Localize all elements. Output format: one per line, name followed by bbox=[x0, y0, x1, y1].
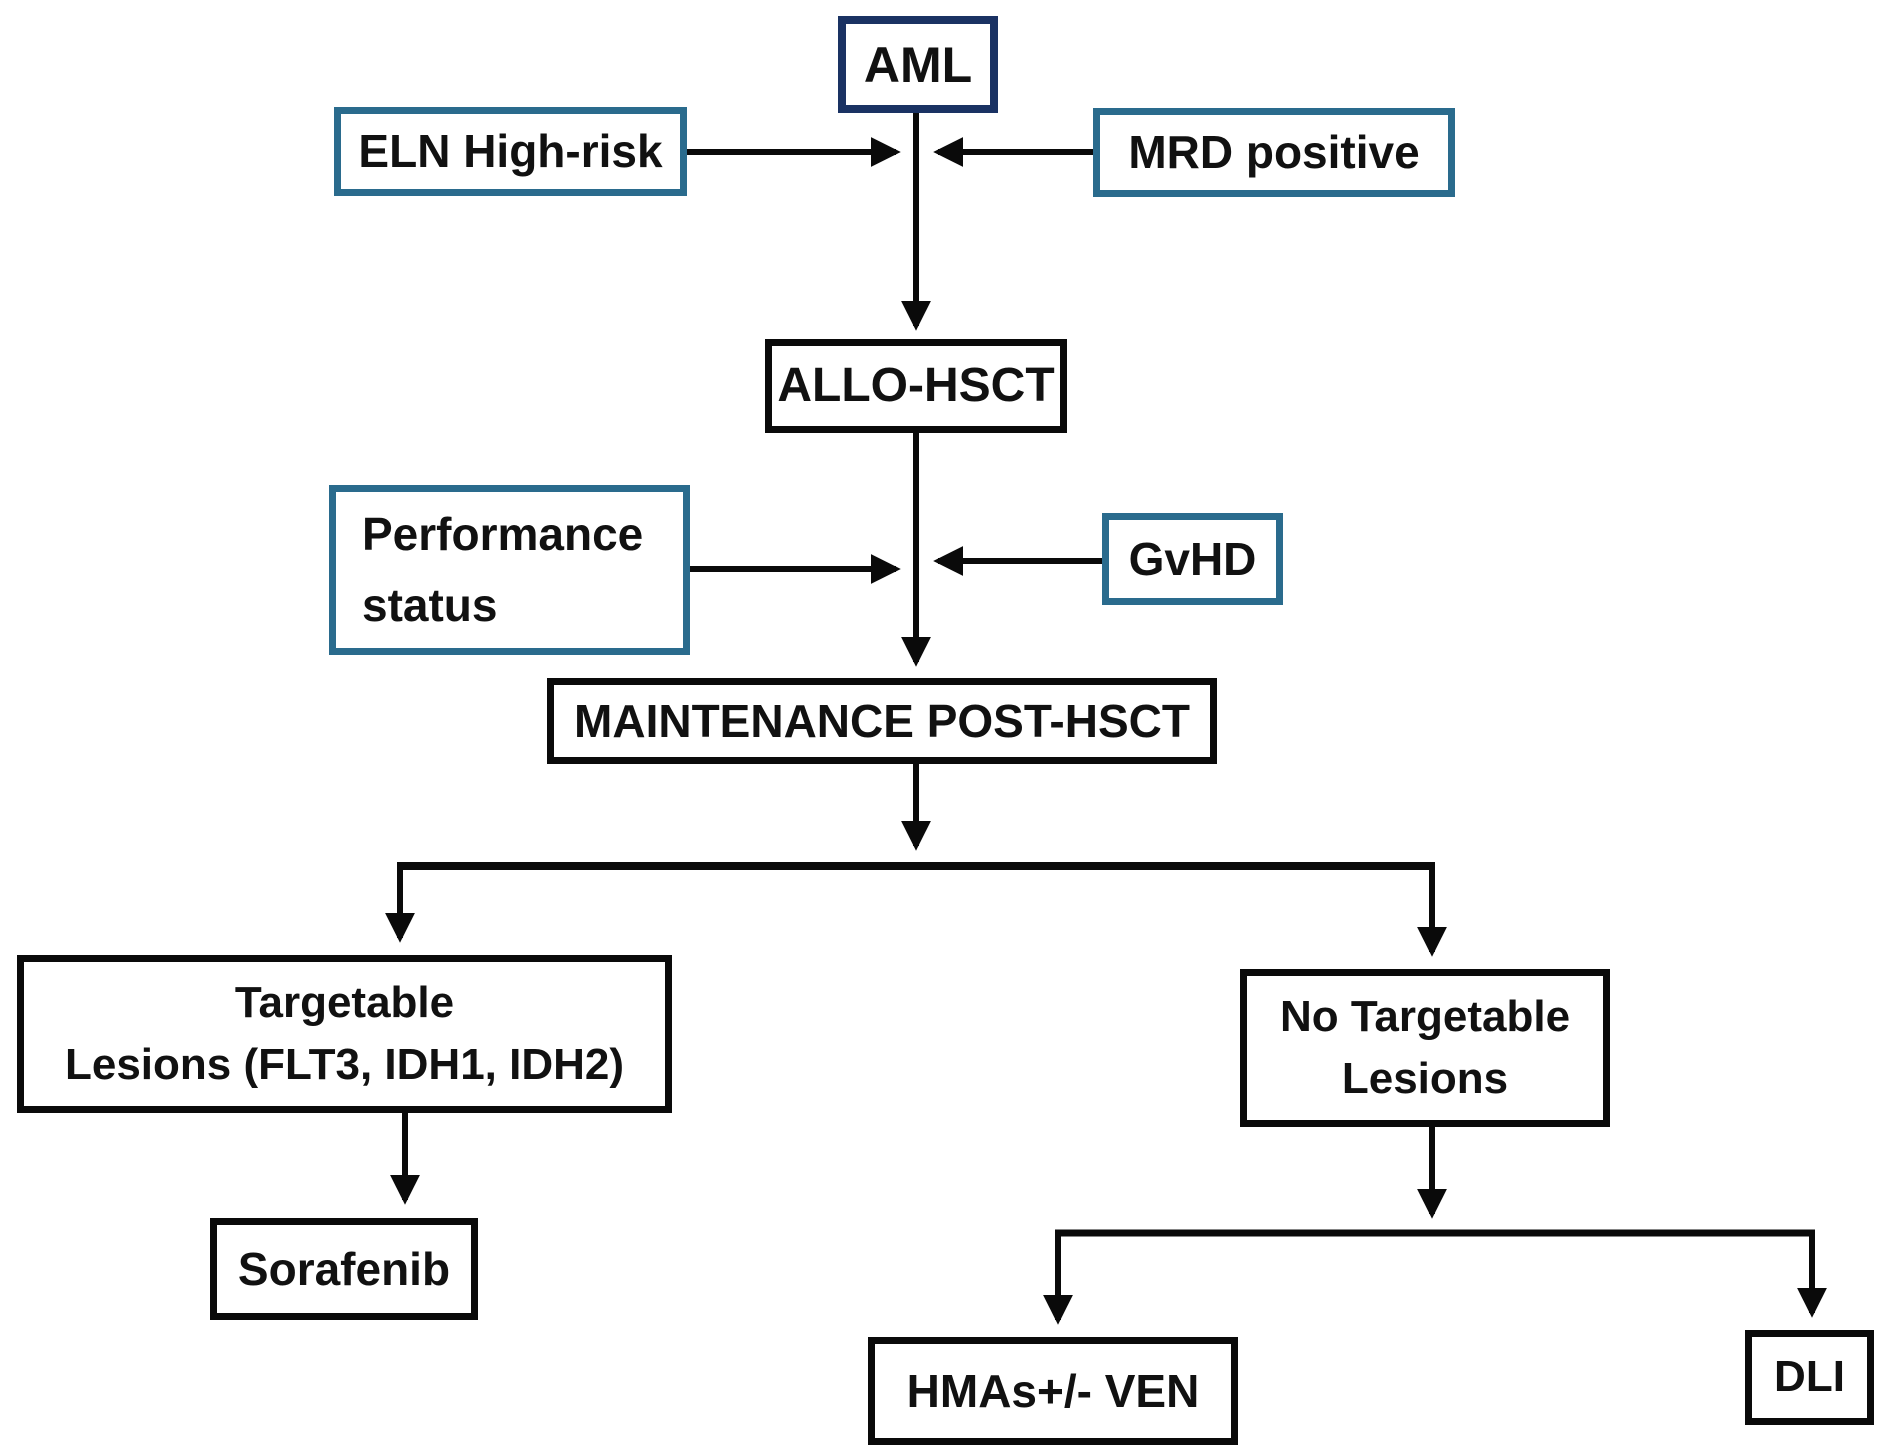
node-sorafenib-label: Sorafenib bbox=[237, 1242, 451, 1295]
node-dli-label: DLI bbox=[1774, 1352, 1845, 1402]
node-hmas-ven-label: HMAs+/- VEN bbox=[906, 1364, 1200, 1417]
node-allo-hsct-label: ALLO-HSCT bbox=[777, 359, 1055, 413]
node-performance-status: Performance status bbox=[329, 485, 690, 655]
node-eln-high-risk: ELN High-risk bbox=[334, 107, 687, 196]
node-hmas-ven: HMAs+/- VEN bbox=[868, 1337, 1238, 1445]
node-mrd-positive: MRD positive bbox=[1093, 108, 1455, 197]
node-maintenance-post-hsct: MAINTENANCE POST-HSCT bbox=[547, 678, 1217, 764]
node-performance-status-line2: status bbox=[362, 579, 498, 631]
node-mrd-positive-label: MRD positive bbox=[1128, 126, 1420, 179]
node-no-targetable-lesions-line1: No Targetable bbox=[1279, 991, 1571, 1041]
node-dli: DLI bbox=[1745, 1330, 1874, 1425]
node-targetable-lesions: Targetable Lesions (FLT3, IDH1, IDH2) bbox=[17, 955, 672, 1113]
node-gvhd-label: GvHD bbox=[1128, 532, 1257, 585]
node-aml: AML bbox=[838, 16, 998, 113]
node-maintenance-post-hsct-label: MAINTENANCE POST-HSCT bbox=[574, 694, 1190, 747]
node-targetable-lesions-line2: Lesions (FLT3, IDH1, IDH2) bbox=[64, 1040, 625, 1089]
node-sorafenib: Sorafenib bbox=[210, 1218, 478, 1320]
node-no-targetable-lesions-line2: Lesions bbox=[1341, 1054, 1509, 1103]
node-targetable-lesions-line1: Targetable bbox=[234, 977, 455, 1027]
node-gvhd: GvHD bbox=[1102, 513, 1283, 605]
node-allo-hsct: ALLO-HSCT bbox=[765, 339, 1067, 433]
node-eln-high-risk-label: ELN High-risk bbox=[358, 125, 663, 178]
node-aml-label: AML bbox=[863, 36, 973, 93]
node-performance-status-line1: Performance bbox=[362, 507, 644, 560]
node-no-targetable-lesions: No Targetable Lesions bbox=[1240, 969, 1610, 1127]
